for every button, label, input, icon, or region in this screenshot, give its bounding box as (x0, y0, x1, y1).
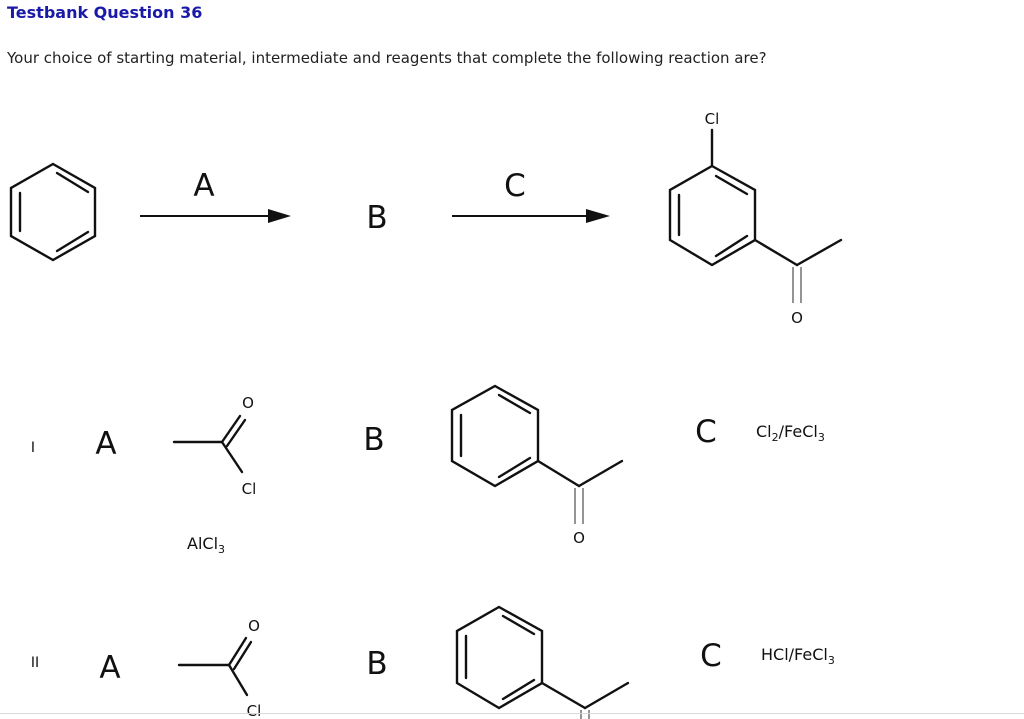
product-molecule (668, 128, 843, 303)
option-2-a-oxygen-label: O (248, 617, 260, 635)
option-1-acetophenone (450, 384, 624, 524)
arrow-2-label: C (504, 168, 526, 204)
option-1-a-oxygen-label: O (242, 394, 254, 412)
option-2-acetyl-chloride (177, 636, 253, 697)
option-1-a-label: A (95, 426, 116, 462)
option-1-b-label: B (363, 422, 384, 458)
option-1-numeral: I (31, 440, 35, 456)
question-text: Your choice of starting material, interm… (7, 49, 767, 67)
option-1-a-chlorine-label: Cl (242, 480, 257, 498)
option-2-a-label: A (99, 650, 120, 686)
option-1-c-reagent: Cl2/FeCl3 (756, 422, 825, 444)
option-1-c-label: C (695, 414, 717, 450)
product-oxygen-label: O (791, 309, 803, 327)
reaction-arrow-2 (452, 209, 610, 223)
bottom-divider (0, 713, 1024, 714)
product-chlorine-label: Cl (705, 110, 720, 128)
question-title: Testbank Question 36 (7, 3, 203, 22)
option-2-c-label: C (700, 638, 722, 674)
reaction-arrow-1 (140, 209, 291, 223)
intermediate-label: B (366, 200, 387, 236)
option-2-numeral: II (31, 655, 39, 671)
option-2-acetophenone (455, 605, 630, 719)
option-2-c-reagent: HCl/FeCl3 (761, 645, 835, 667)
option-1-b-oxygen-label: O (573, 529, 585, 547)
option-2-b-label: B (366, 646, 387, 682)
option-2-a-chlorine-label: Cl (247, 702, 262, 719)
option-1-acetyl-chloride (172, 414, 247, 474)
benzene-starting-material (9, 162, 97, 262)
option-1-catalyst: AlCl3 (187, 534, 225, 556)
arrow-1-label: A (193, 168, 214, 204)
